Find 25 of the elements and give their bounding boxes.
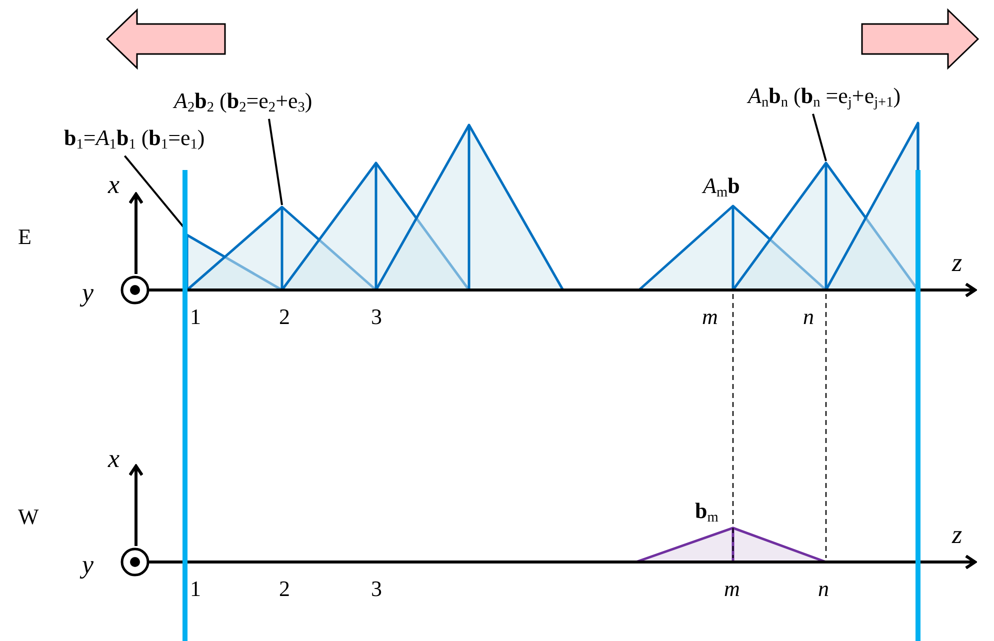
tick-label: n — [818, 578, 829, 600]
panel-letter: E — [18, 226, 32, 248]
panel-letter: W — [18, 506, 39, 528]
tick-label: 2 — [279, 306, 290, 328]
tick-label: 1 — [190, 578, 201, 600]
tick-label: m — [724, 578, 740, 600]
function-label: A$_{m}$b — [703, 175, 740, 200]
tick-label: n — [803, 306, 814, 328]
formula-label: A$_{n}$b$_{n}$ (b$_{n}$ =e$_{j}$+e$_{j+1}$) — [748, 85, 901, 110]
axis-label: z — [952, 522, 962, 548]
axis-label: x — [108, 446, 120, 472]
leader-line — [268, 118, 283, 206]
axis-label: y — [82, 552, 94, 578]
tick-label: 3 — [371, 578, 382, 600]
tick-label: m — [702, 306, 718, 328]
axis-label: z — [952, 250, 962, 276]
axis-label: y — [82, 280, 94, 306]
formula-label: A$_{2}$b$_{2}$ (b$_{2}$=e$_{2}$+e$_{3}$) — [174, 90, 312, 115]
tick-label: 3 — [371, 306, 382, 328]
tick-label: 1 — [190, 306, 201, 328]
function-label: b$_{m}$ — [695, 500, 718, 525]
leader-line — [812, 114, 827, 162]
tick-label: 2 — [279, 578, 290, 600]
formula-label: b$_{1}$=A$_{1}$b$_{1}$ (b$_{1}$=e$_{1}$) — [64, 127, 205, 152]
axis-label: x — [108, 172, 120, 198]
